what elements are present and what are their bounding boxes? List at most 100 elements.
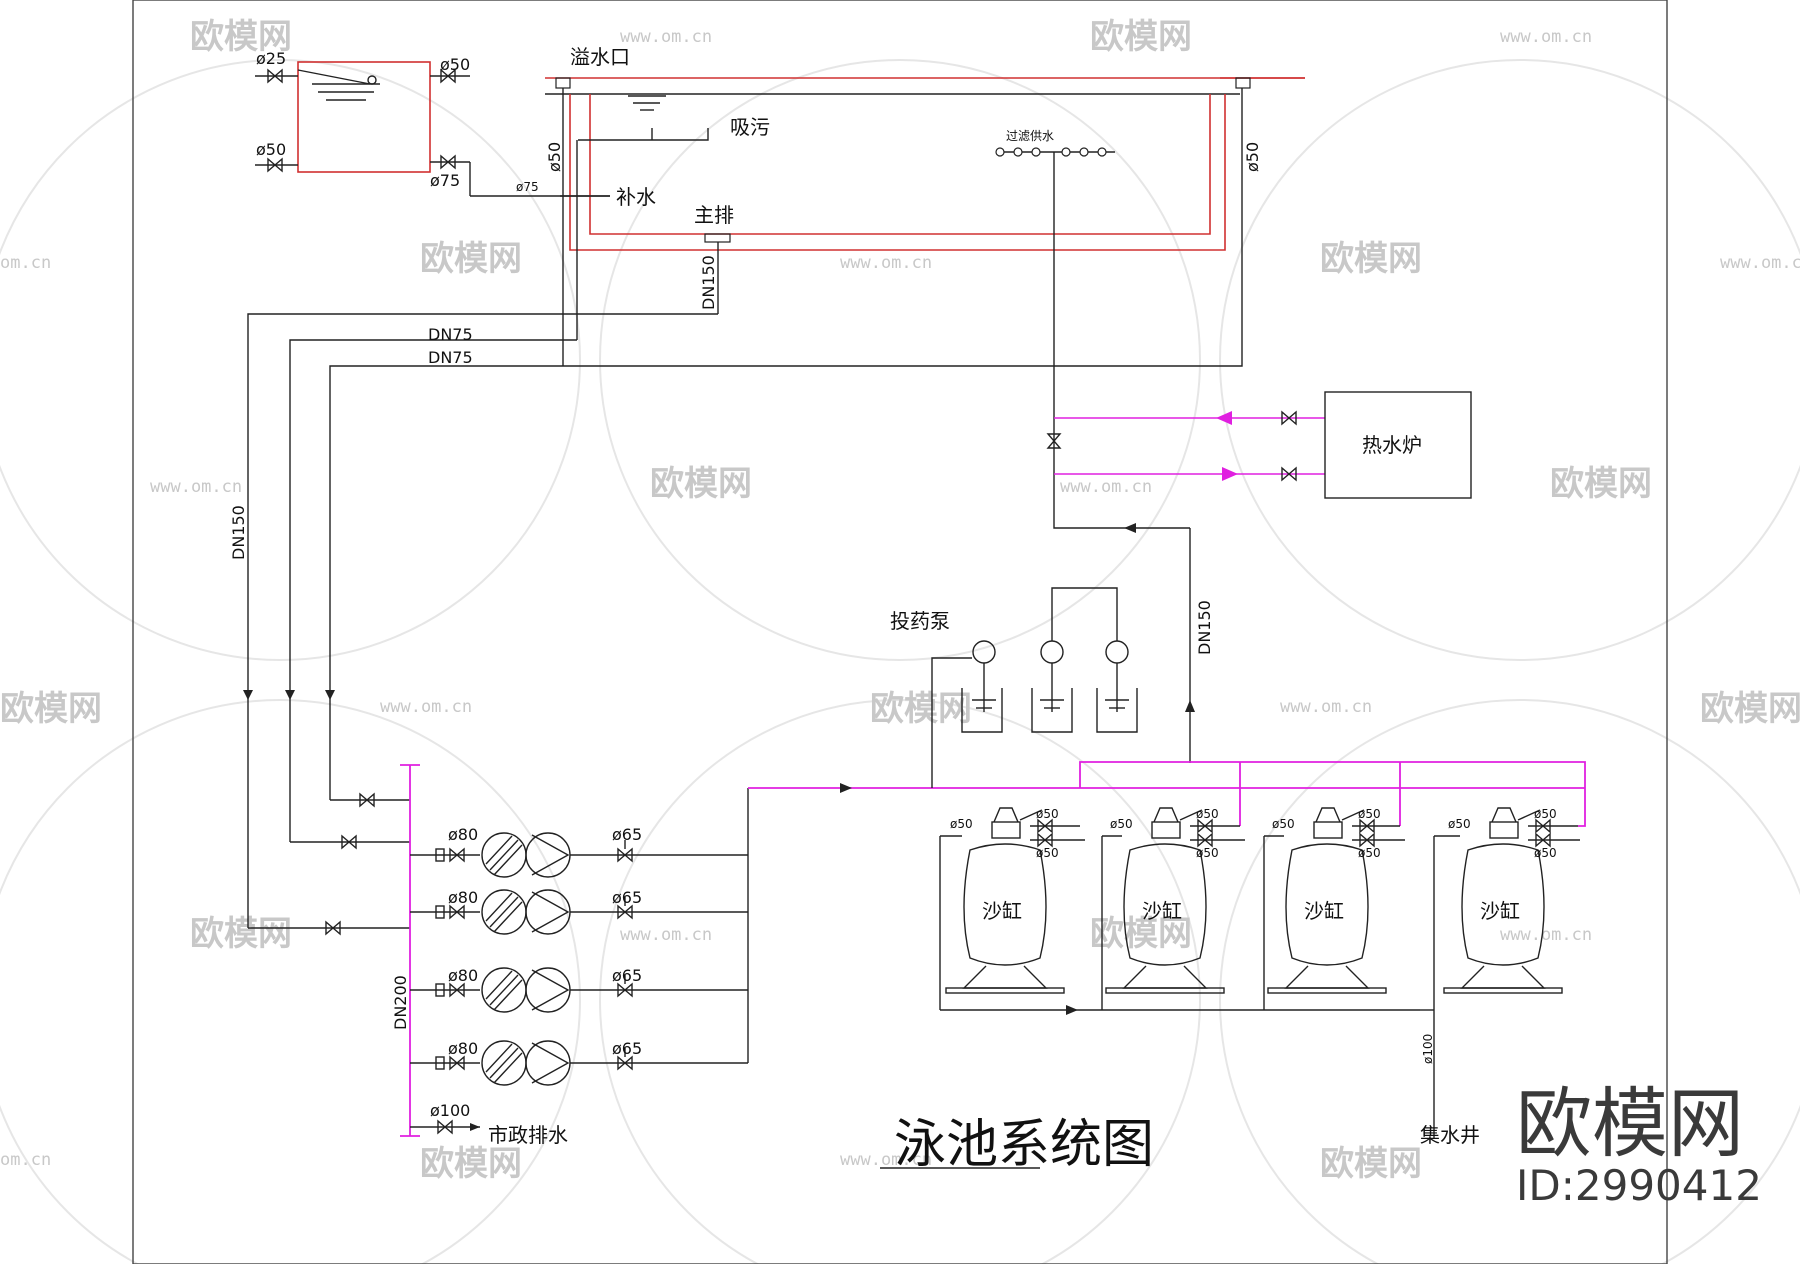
watermark-url: www.om.cn [150, 477, 242, 497]
brand-logo-text: 欧模网 [1516, 1079, 1744, 1168]
valve-icon [449, 1055, 465, 1071]
flow-arrow-icon [1066, 1005, 1078, 1015]
dn200-header: DN200 ø100 市政排水 [391, 764, 568, 1147]
watermark-url: www.om.cn [620, 925, 712, 945]
check-valve-icon [617, 982, 633, 998]
watermark-url-short: om.cn [0, 1150, 51, 1170]
watermark-text: 欧模网 [1320, 1144, 1422, 1184]
valve-icon [1037, 818, 1053, 834]
pipe-size-label: ø80 [448, 825, 478, 844]
sand-filter-tank-icon [1123, 843, 1207, 966]
watermark-text: 欧模网 [1090, 914, 1192, 954]
watermark-url: www.om.cn [620, 27, 712, 47]
flow-arrow-icon [1222, 467, 1238, 481]
sand-tank-label: 沙缸 [1480, 899, 1520, 923]
pipe-size-label: DN200 [391, 975, 410, 1030]
pump-icon [525, 1040, 571, 1086]
pipe-size-label: ø65 [612, 966, 642, 985]
watermark-url: www.om.cn [380, 697, 472, 717]
valve-icon [1197, 832, 1213, 848]
valve-icon [325, 920, 341, 936]
pipe-size-label: ø50 [1448, 817, 1471, 831]
watermark-url: www.om.cn [840, 253, 932, 273]
overflow-label: 溢水口 [570, 45, 630, 69]
pipe-size-label: ø100 [1421, 1034, 1435, 1064]
return-inlet-icon [995, 147, 1107, 157]
flow-arrow-icon [470, 1123, 480, 1131]
pipe-size-label: ø50 [1196, 846, 1219, 860]
dosing-pump-icon [1040, 640, 1064, 664]
watermark-text: 欧模网 [1320, 239, 1422, 279]
pipe-size-label: ø50 [1534, 846, 1557, 860]
check-valve-icon [617, 847, 633, 863]
watermark-text: 欧模网 [870, 689, 972, 729]
diagram-title: 泳池系统图 [894, 1115, 1154, 1175]
pump-row: ø80 ø65 [410, 1039, 748, 1086]
main-drain-label: 主排 [694, 203, 734, 227]
sand-filter: 沙缸 ø50 ø50 ø50 [1433, 807, 1580, 994]
boiler-label: 热水炉 [1362, 433, 1422, 457]
makeup-tank: ø25 ø50 ø50 ø75 ø75 [255, 49, 610, 197]
dosing-pump-label: 投药泵 [890, 609, 950, 633]
sand-filter: 沙缸 ø50 ø50 ø50 [939, 807, 1085, 1010]
pipe-size-label: ø50 [1196, 807, 1219, 821]
pump-icon [525, 832, 571, 878]
valve-icon [1197, 818, 1213, 834]
pump-row: ø80 ø65 [410, 966, 748, 1013]
pipe-size-label: DN150 [1195, 600, 1214, 655]
pipe-size-label: ø25 [256, 49, 286, 68]
suction-label: 吸污 [730, 115, 770, 139]
heating-loop: DN150 热水炉 [1046, 152, 1472, 763]
valve-icon [449, 904, 465, 920]
check-valve-icon [617, 904, 633, 920]
watermark-url: www.om.cn [1280, 697, 1372, 717]
pipe-size-label: ø50 [1036, 846, 1059, 860]
flow-arrow-icon [1216, 411, 1232, 425]
pump-icon [525, 889, 571, 935]
brand-id-text: ID:2990412 [1516, 1161, 1762, 1210]
sand-tank-label: 沙缸 [1304, 899, 1344, 923]
pipe-size-label: ø50 [1243, 142, 1262, 172]
valve-icon [267, 68, 283, 84]
pipe-size-label: ø50 [1358, 807, 1381, 821]
sand-filter-tank-icon [963, 843, 1047, 966]
pipe-size-label: ø80 [448, 1039, 478, 1058]
watermark-text: 欧模网 [1550, 464, 1652, 504]
pump-row: ø80 ø65 [410, 825, 748, 878]
watermark-url: www.om.cn [1060, 477, 1152, 497]
pipe-size-label: ø50 [1036, 807, 1059, 821]
sand-filter-tank-icon [1285, 843, 1369, 966]
pipe-size-label: ø50 [1358, 846, 1381, 860]
valve-icon [267, 157, 283, 173]
sand-filter: 沙缸 ø50 ø50 ø50 [1101, 807, 1245, 1010]
filter-supply-label: 过滤供水 [1006, 129, 1054, 143]
pipe-size-label: ø50 [950, 817, 973, 831]
sand-tank-label: 沙缸 [1142, 899, 1182, 923]
watermark-url: www.om.cn [840, 1150, 932, 1170]
flow-arrow-icon [840, 783, 852, 793]
pipe-size-label: ø80 [448, 966, 478, 985]
pipe-size-label: ø75 [516, 180, 539, 194]
pipe-size-label: ø50 [1110, 817, 1133, 831]
pipe-size-label: ø65 [612, 888, 642, 907]
pipe-size-label: DN75 [428, 348, 473, 367]
pump-row: ø80 ø65 [410, 888, 748, 935]
flow-arrow-icon [243, 690, 335, 700]
pipe-size-label: ø50 [545, 142, 564, 172]
watermark-text: 欧模网 [420, 239, 522, 279]
valve-icon [437, 1119, 453, 1135]
pipe-size-label: ø75 [430, 171, 460, 190]
flow-arrow-icon [1185, 700, 1195, 712]
pipe-size-label: ø50 [1534, 807, 1557, 821]
watermark-text: 欧模网 [1700, 689, 1800, 729]
pipe-size-label: ø80 [448, 888, 478, 907]
valve-icon [1359, 832, 1375, 848]
watermark-url: www.om.cn [1500, 925, 1592, 945]
pump-group: ø80 ø65 ø80 ø65 [410, 783, 1585, 1086]
municipal-drain-label: 市政排水 [488, 1123, 568, 1147]
valve-icon [1535, 818, 1551, 834]
pipe-size-label: DN150 [699, 255, 718, 310]
pipe-size-label: ø65 [612, 1039, 642, 1058]
